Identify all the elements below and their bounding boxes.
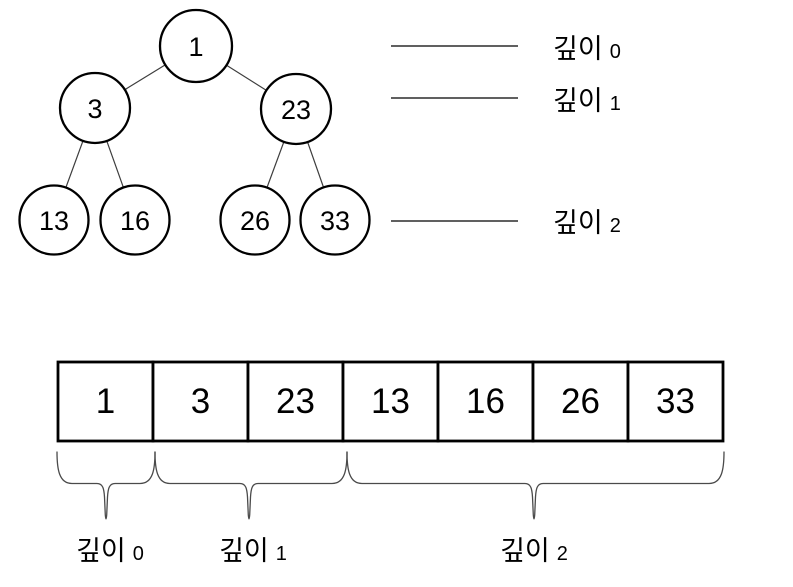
cell-value: 16 [466,382,505,421]
node-value: 23 [281,95,311,125]
tree-depth-label-2: 깊이 2 [553,208,621,238]
underbrace-depth-2 [346,451,725,520]
tree-node-leaf-3: 26 [219,184,291,256]
cell-value: 23 [276,382,315,421]
tree-node-leaf-2: 16 [99,184,171,256]
array-cell-3: 13 [341,360,440,443]
depth-reference-lines [391,45,518,222]
node-value: 33 [320,206,350,236]
depth-word: 깊이 [553,86,603,116]
tree-node-left: 3 [58,71,132,145]
node-value: 16 [120,206,150,236]
array-cell-1: 3 [151,360,250,443]
underbrace-depth-1 [154,451,348,520]
node-circle [99,184,171,256]
cell-value: 13 [371,382,410,421]
node-circle [18,184,90,256]
node-value: 13 [39,206,69,236]
array-cell-5: 26 [531,360,630,443]
depth-word: 깊이 [76,536,126,566]
cell-box [341,360,440,443]
cell-value: 3 [191,382,210,421]
node-circle [299,184,371,256]
node-circle [259,72,333,146]
tree-node-root: 1 [158,8,234,84]
depth-number: 1 [276,543,287,565]
depth-word: 깊이 [553,208,603,238]
cell-box [436,360,535,443]
node-circle [219,184,291,256]
cell-box [626,360,725,443]
depth-word: 깊이 [500,536,550,566]
depth-number: 2 [610,215,621,237]
depth-word: 깊이 [553,34,603,64]
tree-depth-label-1: 깊이 1 [553,86,621,116]
underbrace-depth-0 [56,451,156,520]
array-row: 1 3 23 13 16 26 [56,360,725,443]
tree-node-right: 23 [259,72,333,146]
tree-node-leaf-4: 33 [299,184,371,256]
cell-box [531,360,630,443]
node-value: 3 [87,94,102,124]
depth-word: 깊이 [219,536,269,566]
array-depth-label-1: 깊이 1 [219,536,287,566]
depth-number: 2 [557,543,568,565]
array-cell-4: 16 [436,360,535,443]
array-cell-6: 33 [626,360,725,443]
depth-number: 0 [610,41,621,63]
node-value: 26 [240,206,270,236]
node-circle [58,71,132,145]
tree-node-leaf-1: 13 [18,184,90,256]
depth-number: 0 [133,543,144,565]
node-value: 1 [188,32,203,62]
array-cell-0: 1 [56,360,155,443]
array-depth-label-0: 깊이 0 [76,536,144,566]
cell-value: 26 [561,382,600,421]
array-depth-label-2: 깊이 2 [500,536,568,566]
array-cell-2: 23 [246,360,345,443]
cell-value: 33 [656,382,695,421]
depth-number: 1 [610,93,621,115]
tree-depth-label-0: 깊이 0 [553,34,621,64]
node-circle [158,8,234,84]
cell-value: 1 [96,382,115,421]
depth-braces [56,451,725,520]
